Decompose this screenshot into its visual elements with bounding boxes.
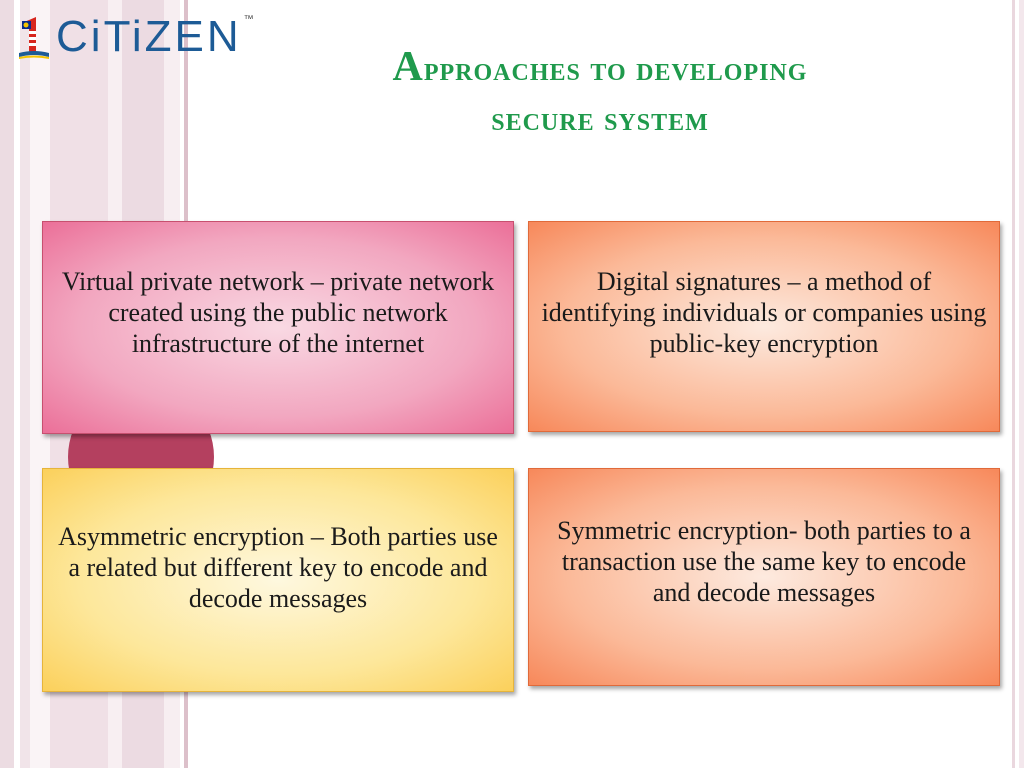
content-box-symmetric-encryption: Symmetric encryption- both parties to a … xyxy=(528,468,1000,686)
title-line-2: secure system xyxy=(240,95,960,145)
slide-title: Approaches to developing secure system xyxy=(240,42,960,145)
citizen-logo: CiTiZEN ™ xyxy=(16,10,254,64)
decor-stripe xyxy=(20,0,30,768)
box-text: Symmetric encryption- both parties to a … xyxy=(557,516,971,607)
content-box-digital-signatures: Digital signatures – a method of identif… xyxy=(528,221,1000,432)
decor-stripe xyxy=(14,0,20,768)
box-text: Virtual private network – private networ… xyxy=(61,267,495,358)
decor-stripe xyxy=(1019,0,1024,768)
box-text: Digital signatures – a method of identif… xyxy=(541,267,987,358)
box-text: Asymmetric encryption – Both parties use… xyxy=(58,522,498,613)
trademark-symbol: ™ xyxy=(243,14,254,25)
title-line-1: Approaches to developing xyxy=(240,42,960,95)
decor-stripe xyxy=(1012,0,1015,768)
decor-stripe xyxy=(0,0,14,768)
title-rest: secure system xyxy=(491,101,709,138)
logo-text: CiTiZEN xyxy=(56,12,242,61)
malaysia-flag-icon xyxy=(16,13,52,61)
content-box-vpn: Virtual private network – private networ… xyxy=(42,221,514,434)
content-box-asymmetric-encryption: Asymmetric encryption – Both parties use… xyxy=(42,468,514,692)
title-initial: A xyxy=(392,44,424,90)
title-rest: pproaches to developing xyxy=(423,51,808,88)
